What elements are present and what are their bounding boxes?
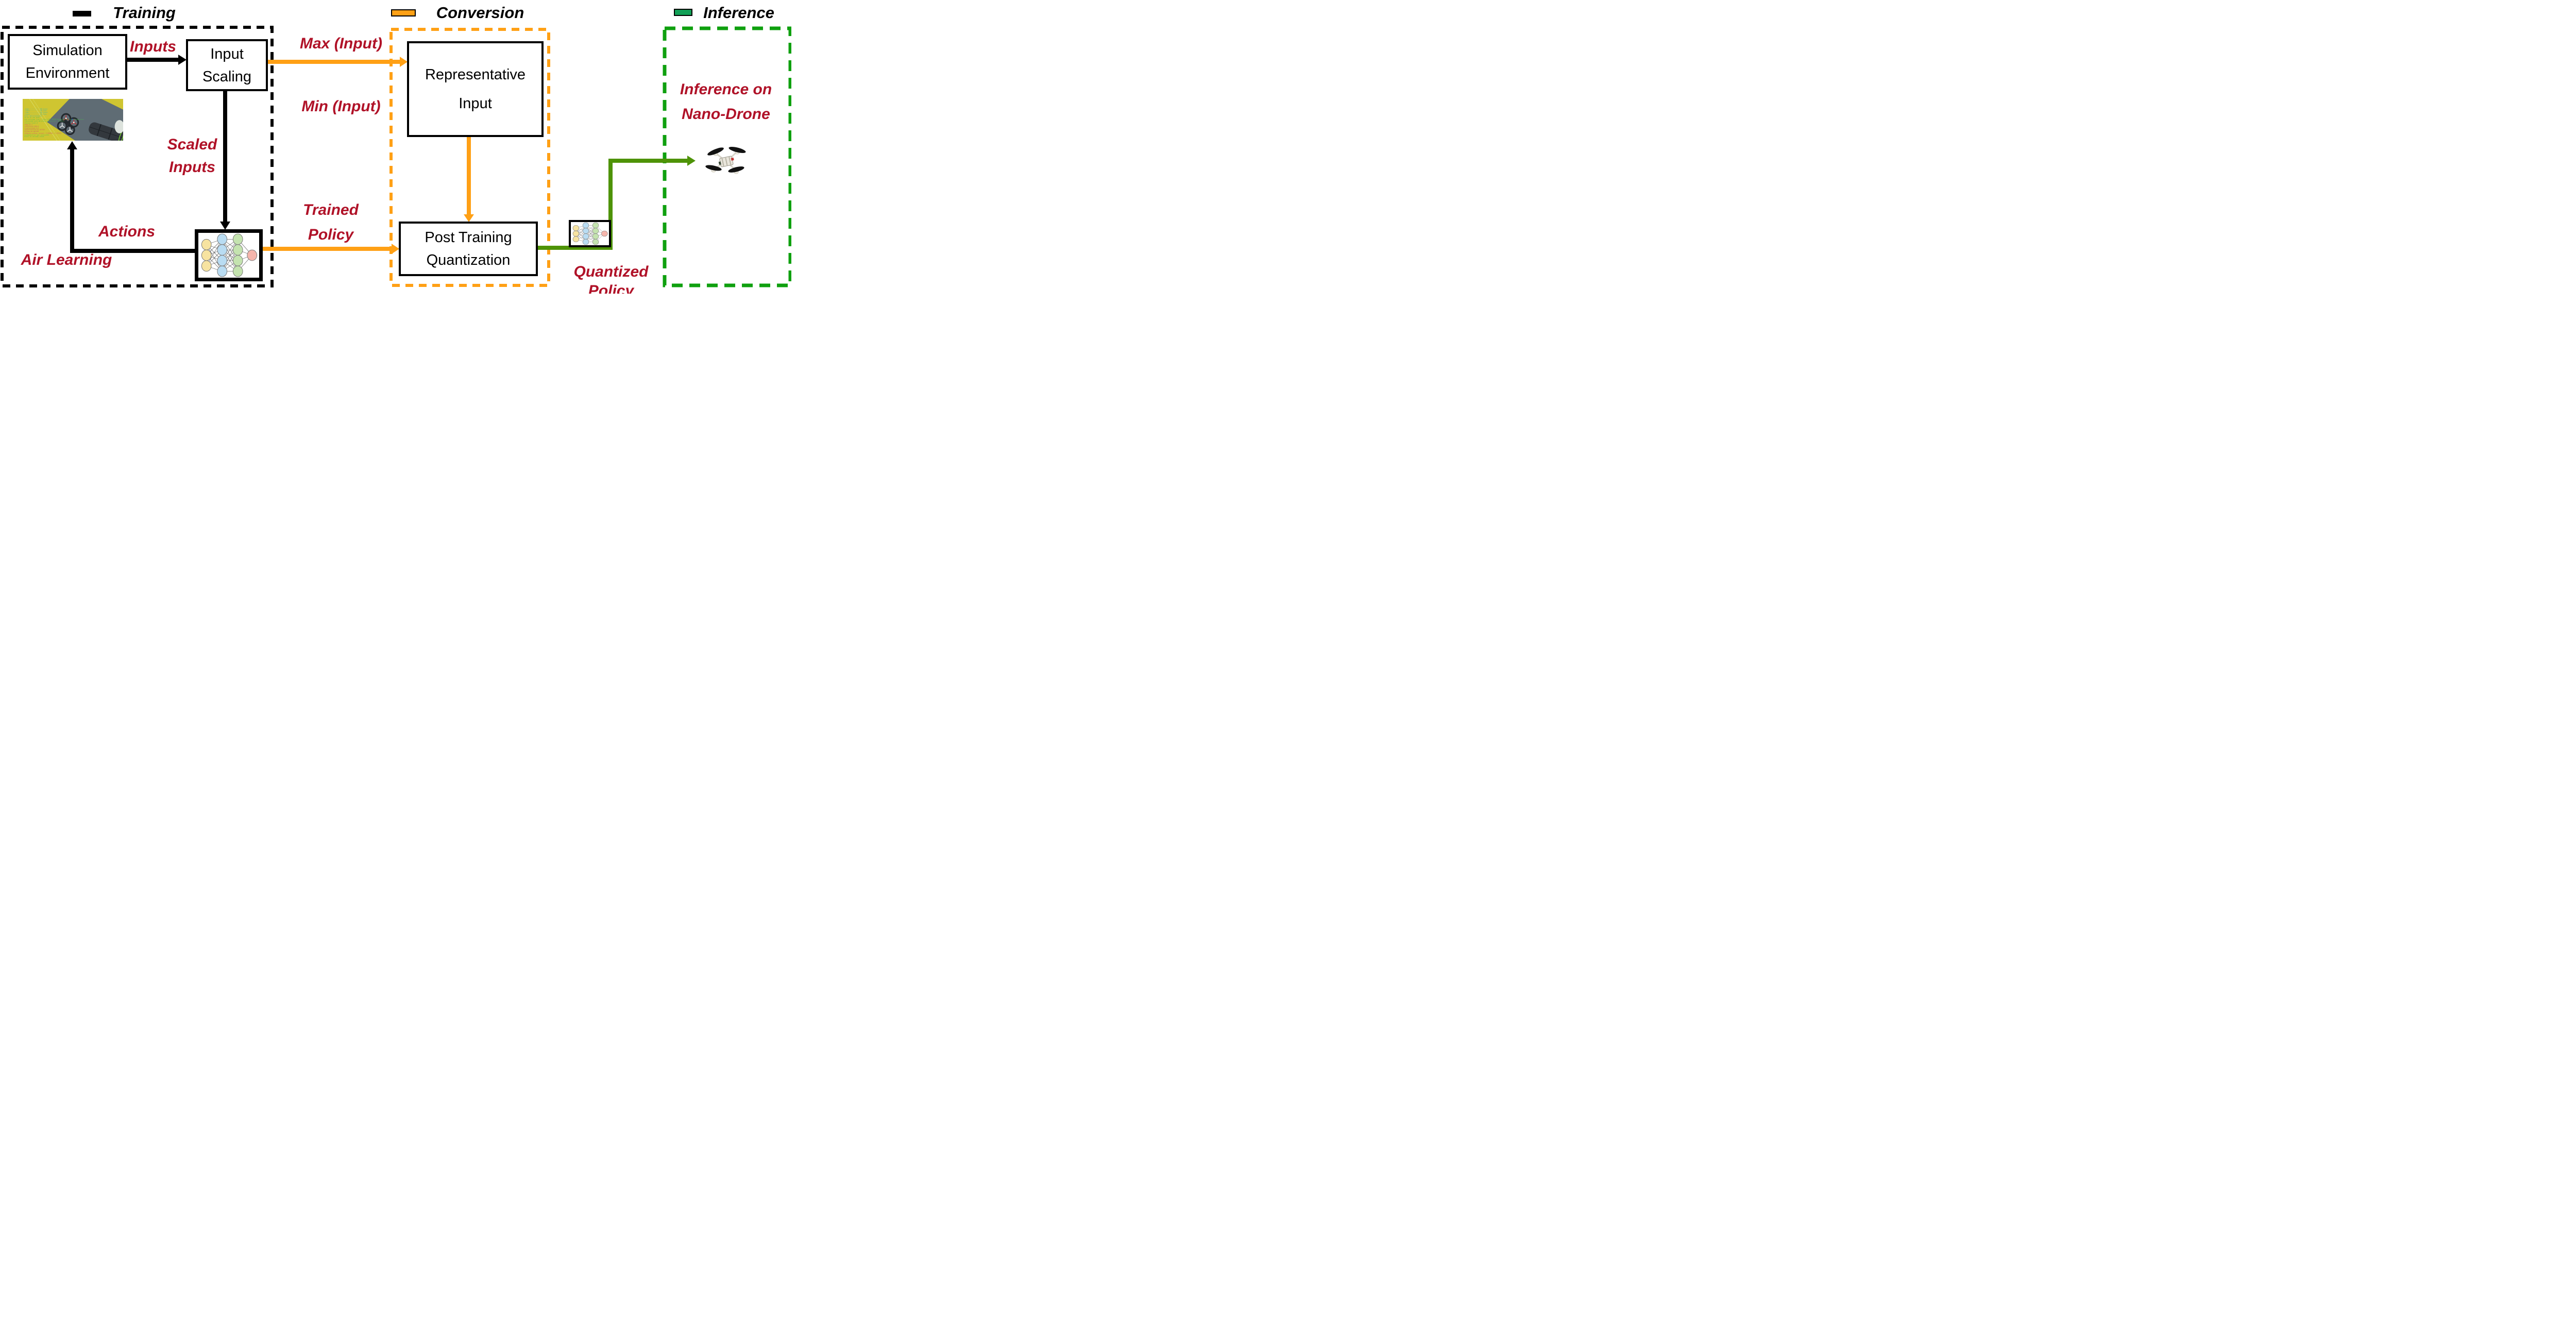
air-learning-label: Air Learning: [21, 251, 112, 268]
inference-section-border: [663, 26, 791, 287]
simulation-environment-label-line1: Simulation: [32, 42, 103, 59]
quantized-policy-label-line2: Policy: [588, 282, 634, 294]
inputs-label: Inputs: [130, 38, 176, 55]
representative-input-label-line2: Input: [459, 95, 492, 112]
legend-label-conversion: Conversion: [436, 4, 524, 22]
arrow-actions: [67, 141, 195, 253]
post-training-quantization-label-line1: Post Training: [425, 229, 512, 246]
legend-swatch-conversion: [391, 9, 416, 16]
arrow-inputs: [124, 55, 187, 65]
inference-on-nano-drone-label: Inference on Nano-Drone: [680, 77, 772, 127]
representative-input-box: Representative Input: [407, 41, 544, 137]
legend-swatch-training: [73, 11, 91, 16]
post-training-quantization-box: Post Training Quantization: [399, 222, 538, 276]
inference-on-nano-drone-label-line1: Inference on: [680, 81, 772, 98]
simulation-screenshot-image: _Cube-------------BP_Cube1_Cube1--------…: [23, 99, 123, 141]
arrow-max-min-input: [264, 57, 408, 67]
inference-on-nano-drone-label-line2: Nano-Drone: [682, 106, 770, 123]
arrow-trained-policy: [256, 244, 399, 254]
scaled-inputs-label-line2: Inputs: [168, 159, 215, 176]
legend-label-training: Training: [113, 4, 176, 22]
arrow-representative-input: [464, 135, 474, 222]
conversion-section-border: [389, 28, 550, 287]
post-training-quantization-label-line2: Quantization: [426, 252, 511, 268]
trained-policy-label-line2: Policy: [308, 226, 354, 243]
input-scaling-label-line1: Input: [210, 45, 244, 62]
input-scaling-label-line2: Scaling: [202, 68, 252, 85]
sim-drone: [57, 113, 79, 135]
actions-label: Actions: [98, 223, 156, 240]
min-input-label: Min (Input): [301, 98, 381, 115]
quantized-policy-label: Quantized Policy: [573, 262, 648, 294]
quantized-network-icon: [569, 220, 611, 247]
sim-hud-text: _Cube-------------BP_Cube1_Cube1--------…: [25, 108, 84, 138]
scaled-inputs-label: Scaled Inputs: [167, 133, 217, 179]
nano-drone-image: [702, 143, 751, 179]
max-input-label: Max (Input): [300, 35, 382, 52]
quantized-policy-label-line1: Quantized: [573, 263, 649, 280]
legend-label-inference: Inference: [703, 4, 774, 22]
trained-policy-label: Trained Policy: [303, 198, 359, 247]
simulation-environment-label-line2: Environment: [25, 65, 110, 81]
connector-arrows: [1, 26, 791, 287]
legend-swatch-inference: [674, 9, 692, 16]
arrow-quantized-policy: [534, 156, 696, 250]
policy-network-icon: [195, 229, 263, 281]
trained-policy-label-line1: Trained: [303, 201, 359, 218]
simulation-environment-box: Simulation Environment: [8, 34, 127, 90]
pipeline-diagram: Training Conversion Inference Simulation…: [0, 0, 791, 294]
representative-input-label-line1: Representative: [425, 66, 526, 83]
arrow-scaled-inputs: [220, 87, 230, 230]
scaled-inputs-label-line1: Scaled: [167, 136, 217, 153]
input-scaling-box: Input Scaling: [186, 39, 268, 91]
training-section-border: [1, 26, 274, 287]
sim-barrel: [89, 122, 123, 141]
